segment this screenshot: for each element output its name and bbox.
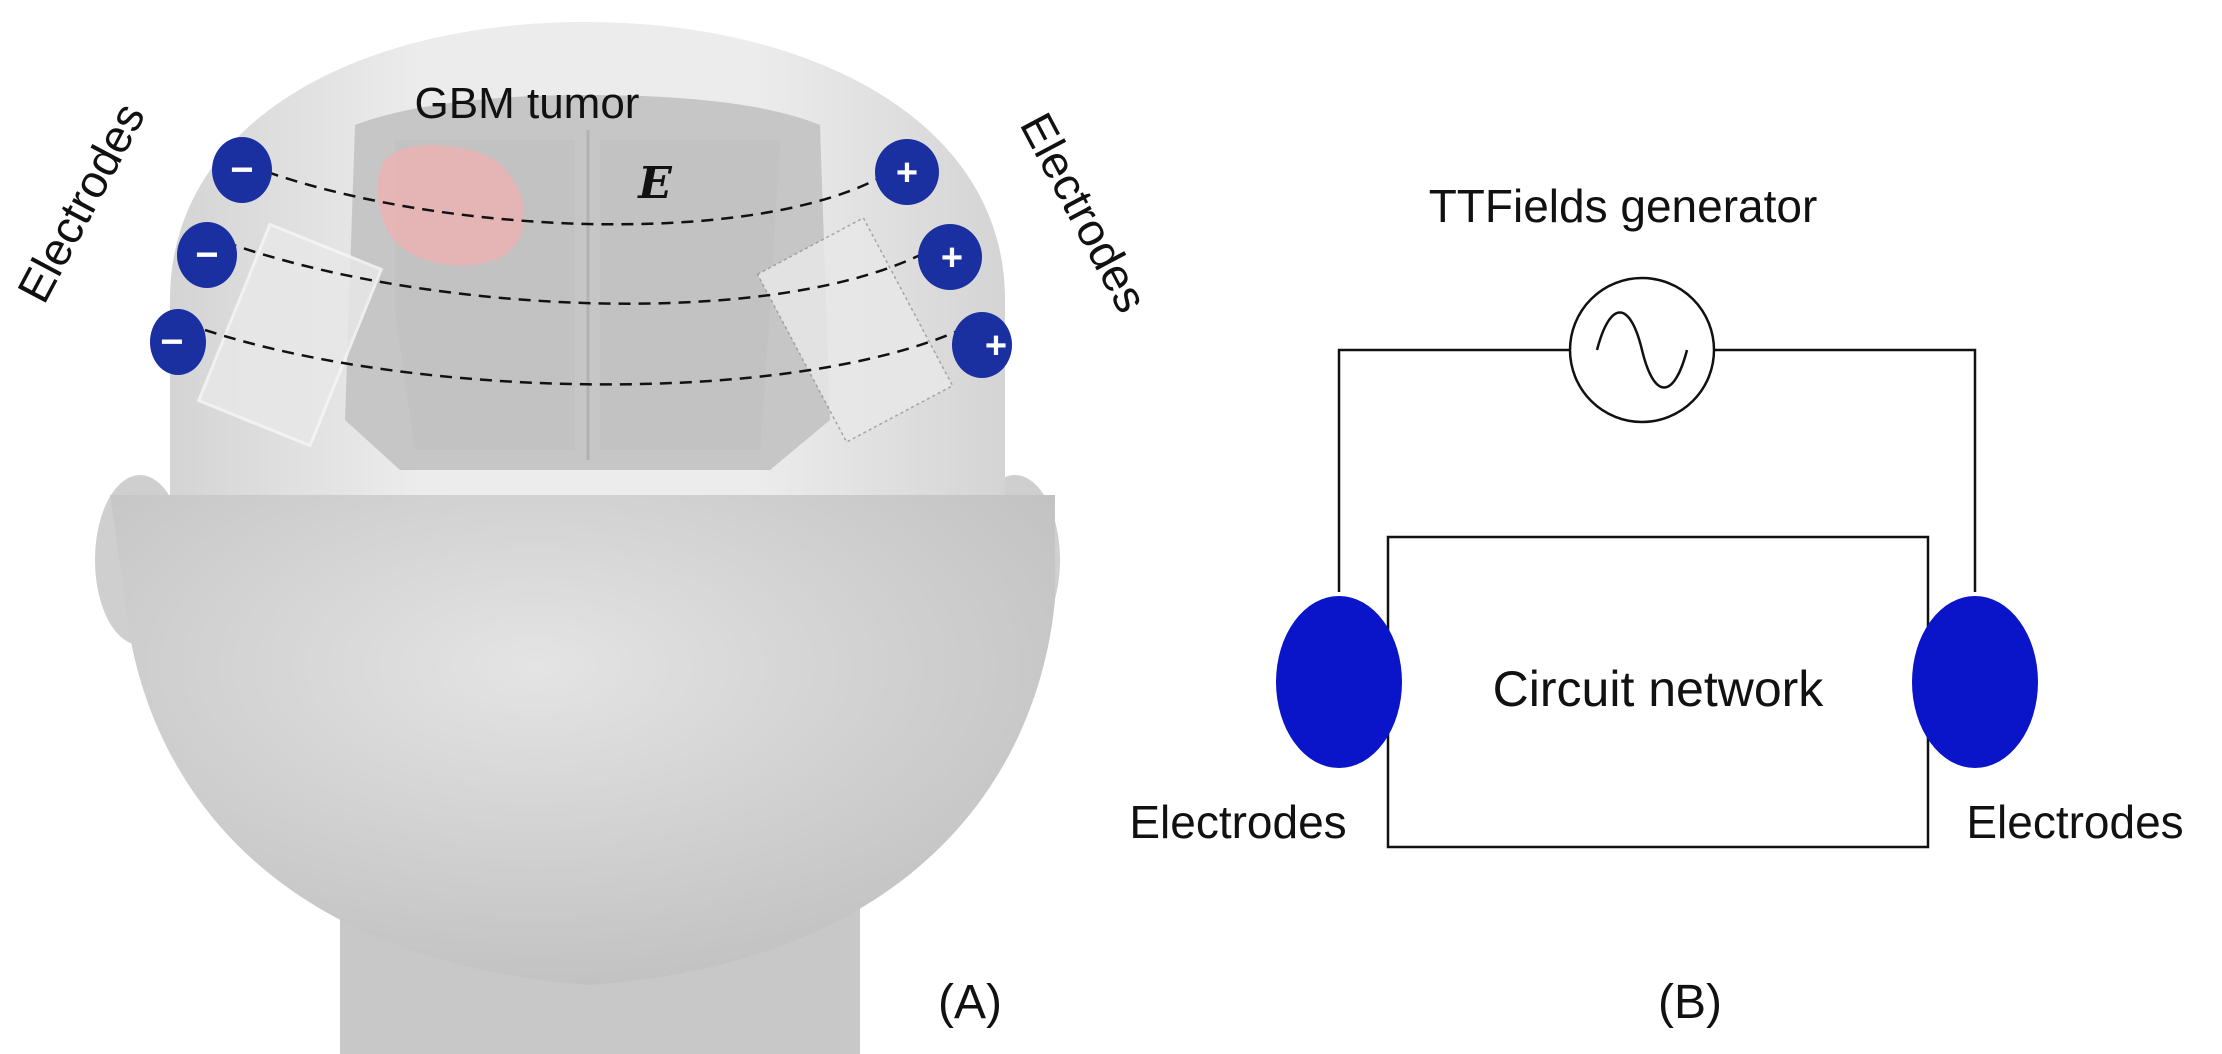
panel-b-electrodes-right-label: Electrodes [1966,796,2183,848]
circuit-network-label: Circuit network [1493,661,1825,717]
electric-field-lines [204,163,961,386]
field-line-3 [204,328,961,386]
left-electrode-1-sign: − [230,148,253,192]
field-e-label: E [636,158,673,209]
panel-b-electrodes-left-label: Electrodes [1129,796,1346,848]
brain-lobe-right [600,140,780,450]
panel-a: − − − + + + GBM tumor E Electrodes Elect… [7,22,1158,1054]
panel-b-right-electrode [1912,596,2038,768]
panel-a-electrodes-right-label: Electrodes [1010,104,1158,320]
panel-a-label: (A) [938,976,1002,1029]
sine-wave-icon [1595,311,1689,389]
circuit-wires [1337,348,1977,592]
field-line-1 [247,163,891,226]
wire-left [1337,348,1570,592]
left-electrodes: − − − [150,137,272,375]
wire-right [1714,348,1977,592]
panel-b: Circuit network TTFields generator Elect… [1129,180,2183,1029]
left-electrode-3-sign: − [160,320,183,364]
right-electrode-1 [875,139,939,205]
ttfields-generator-label: TTFields generator [1429,180,1818,232]
panel-b-label: (B) [1658,976,1722,1029]
left-electrode-1 [212,137,272,203]
right-electrode-2-sign: + [941,237,963,279]
head [110,495,1055,985]
right-electrode-3-sign: + [985,325,1007,367]
right-electrode-3 [952,312,1012,378]
left-electrode-2 [177,222,237,288]
right-transducer-pad [756,216,954,444]
panel-b-left-electrode [1276,596,1402,768]
gbm-tumor-label: GBM tumor [415,79,640,128]
left-transducer-pad [196,222,384,448]
right-electrodes: + + + [875,139,1012,378]
left-electrode-2-sign: − [195,233,218,277]
right-electrode-1-sign: + [896,152,918,194]
panel-a-electrodes-left-label: Electrodes [7,94,155,310]
gbm-tumor [377,145,524,266]
right-electrode-2 [918,224,982,290]
left-electrode-3 [150,309,206,375]
